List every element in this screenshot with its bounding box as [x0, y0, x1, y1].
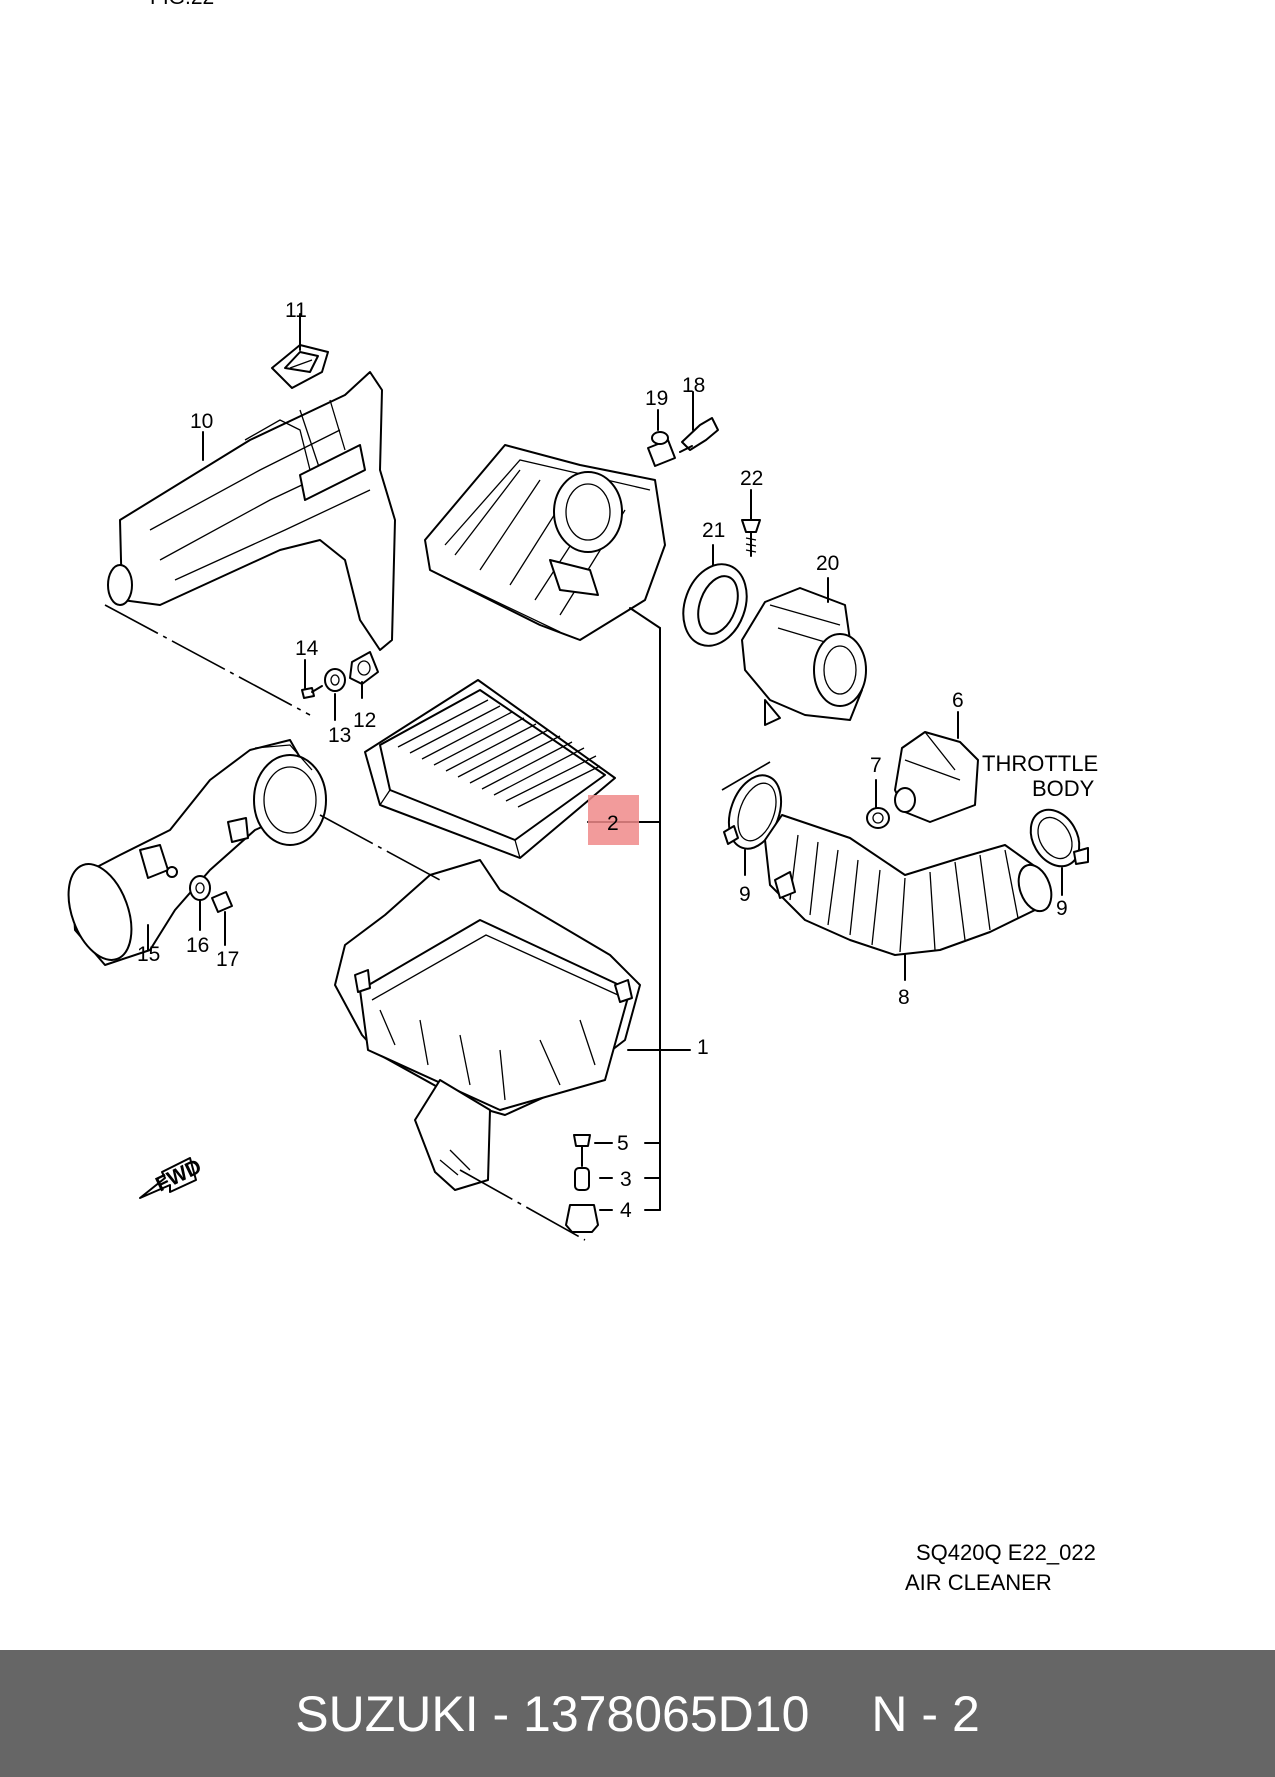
- figure-header-fragment: FIG.22: [150, 0, 214, 9]
- callout-6: 6: [952, 689, 964, 712]
- callout-1: 1: [697, 1036, 709, 1059]
- part-20-airflow-meter: [741, 587, 867, 726]
- part-number-footer: SUZUKI - 1378065D10 N - 2: [0, 1650, 1275, 1777]
- callout-21: 21: [702, 519, 725, 542]
- parts-16-17-grommets: [189, 875, 233, 913]
- part-1-air-cleaner-case: [334, 859, 641, 1191]
- part-8-intake-hose: [764, 814, 1053, 956]
- callout-9-right: 9: [1056, 897, 1068, 920]
- part-10-intake-duct: [107, 371, 396, 651]
- diagram-title: AIR CLEANER: [905, 1570, 1052, 1595]
- callout-20: 20: [816, 552, 839, 575]
- callout-14: 14: [295, 637, 319, 660]
- callout-15: 15: [137, 943, 160, 966]
- part-15-inlet-hose: [67, 739, 327, 966]
- part-2-air-filter: [364, 679, 616, 859]
- callout-17: 17: [216, 948, 239, 971]
- part-6-throttle-cap: [894, 731, 979, 823]
- parts-18-19-sensor: [647, 417, 719, 467]
- callout-3: 3: [620, 1168, 632, 1191]
- parts-3-4-5-mounts: [565, 1134, 599, 1233]
- part-11-grommet: [271, 344, 329, 389]
- part-9-clamp-right: [1029, 808, 1089, 868]
- callout-16: 16: [186, 934, 209, 957]
- diagram-code: SQ420Q E22_022: [916, 1540, 1096, 1565]
- part-21-seal: [682, 563, 748, 647]
- air-cleaner-upper-case: [424, 444, 666, 641]
- callout-10: 10: [190, 410, 213, 433]
- callout-7: 7: [870, 754, 882, 777]
- callout-22: 22: [740, 467, 763, 490]
- callout-12: 12: [353, 709, 376, 732]
- callout-18: 18: [682, 374, 705, 397]
- fwd-label: FWD: [152, 1155, 205, 1197]
- part-number-label: SUZUKI - 1378065D10: [295, 1685, 810, 1742]
- callout-5: 5: [617, 1132, 629, 1155]
- callout-19: 19: [645, 387, 668, 410]
- part-7-ring: [866, 807, 890, 829]
- parts-diagram: FIG.22: [67, 0, 1098, 1595]
- throttle-note-line2: BODY: [1032, 776, 1095, 801]
- callout-2: 2: [607, 812, 619, 835]
- callout-9-left: 9: [739, 883, 751, 906]
- callout-13: 13: [328, 724, 351, 747]
- throttle-note-line1: THROTTLE: [982, 751, 1098, 776]
- callout-8: 8: [898, 986, 910, 1009]
- callout-4: 4: [620, 1199, 632, 1222]
- parts-12-13-14-fasteners: [301, 651, 379, 699]
- fwd-arrow-icon: FWD: [139, 1155, 205, 1199]
- highlight-box-part-2: [588, 795, 639, 845]
- diagram-position-label: N - 2: [871, 1685, 980, 1742]
- callout-labels: 11 10 14 13 12 15 16 17 19 18 22 21 20 6…: [137, 299, 1068, 1222]
- part-22-screw: [741, 519, 761, 557]
- callout-11: 11: [285, 299, 307, 322]
- part-9-clamp-left: [723, 774, 783, 850]
